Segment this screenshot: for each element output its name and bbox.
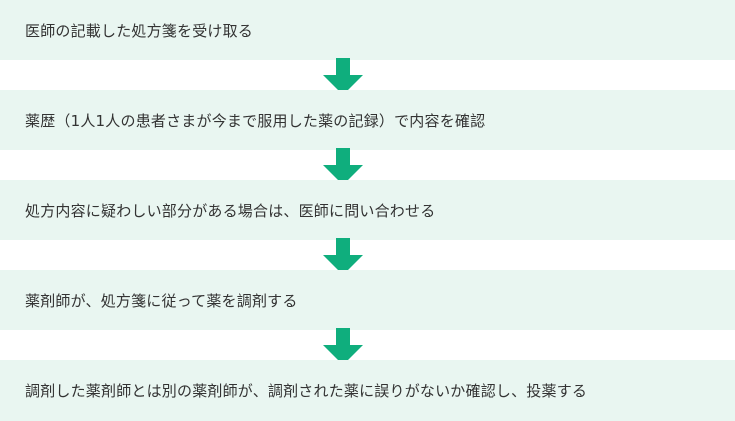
step-2: 薬歴（1人1人の患者さまが今まで服用した薬の記録）で内容を確認 xyxy=(0,90,735,150)
step-1-label: 医師の記載した処方箋を受け取る xyxy=(25,21,254,40)
step-3-label: 処方内容に疑わしい部分がある場合は、医師に問い合わせる xyxy=(25,201,436,220)
down-arrow-icon xyxy=(323,58,363,95)
step-4-label: 薬剤師が、処方箋に従って薬を調剤する xyxy=(25,291,298,310)
down-arrow-icon xyxy=(323,238,363,275)
step-2-label: 薬歴（1人1人の患者さまが今まで服用した薬の記録）で内容を確認 xyxy=(25,111,486,130)
step-1: 医師の記載した処方箋を受け取る xyxy=(0,0,735,60)
step-5-label: 調剤した薬剤師とは別の薬剤師が、調剤された薬に誤りがないか確認し、投薬する xyxy=(25,382,588,400)
step-4: 薬剤師が、処方箋に従って薬を調剤する xyxy=(0,270,735,330)
down-arrow-icon xyxy=(323,148,363,185)
step-3: 処方内容に疑わしい部分がある場合は、医師に問い合わせる xyxy=(0,180,735,240)
down-arrow-icon xyxy=(323,328,363,365)
step-5: 調剤した薬剤師とは別の薬剤師が、調剤された薬に誤りがないか確認し、投薬する xyxy=(0,360,735,421)
